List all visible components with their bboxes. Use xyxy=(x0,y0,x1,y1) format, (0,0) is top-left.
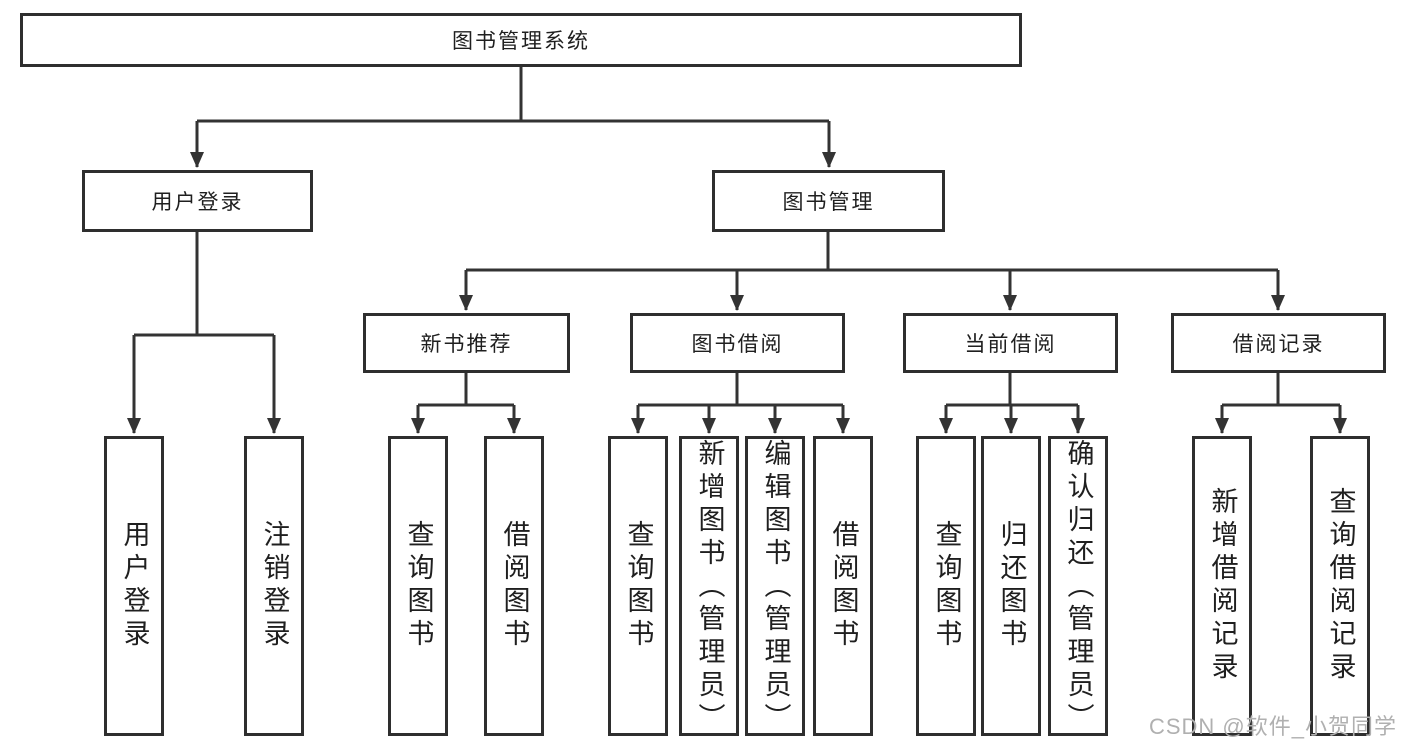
leaf-add-book-admin: 新增图书（管理员） xyxy=(679,436,739,736)
leaf-user-login: 用户登录 xyxy=(104,436,164,736)
node-user-login: 用户登录 xyxy=(82,170,313,232)
leaf-edit-book-admin: 编辑图书（管理员） xyxy=(745,436,805,736)
node-book-borrow: 图书借阅 xyxy=(630,313,845,373)
leaf-add-borrow-record: 新增借阅记录 xyxy=(1192,436,1252,736)
leaf-logout: 注销登录 xyxy=(244,436,304,736)
leaf-return-book: 归还图书 xyxy=(981,436,1041,736)
leaf-borrow-books: 借阅图书 xyxy=(813,436,873,736)
leaf-query-books-recommend: 查询图书 xyxy=(388,436,448,736)
watermark: CSDN @软件_小贺同学 xyxy=(1148,714,1397,739)
leaf-query-borrow-record: 查询借阅记录 xyxy=(1310,436,1370,736)
leaf-confirm-return-admin: 确认归还（管理员） xyxy=(1048,436,1108,736)
node-current-borrow: 当前借阅 xyxy=(903,313,1118,373)
node-borrow-records: 借阅记录 xyxy=(1171,313,1386,373)
leaf-query-books-borrow: 查询图书 xyxy=(608,436,668,736)
leaf-query-books-current: 查询图书 xyxy=(916,436,976,736)
node-library-system: 图书管理系统 xyxy=(20,13,1022,67)
node-book-management: 图书管理 xyxy=(712,170,945,232)
node-new-book-recommend: 新书推荐 xyxy=(363,313,570,373)
leaf-borrow-books-recommend: 借阅图书 xyxy=(484,436,544,736)
